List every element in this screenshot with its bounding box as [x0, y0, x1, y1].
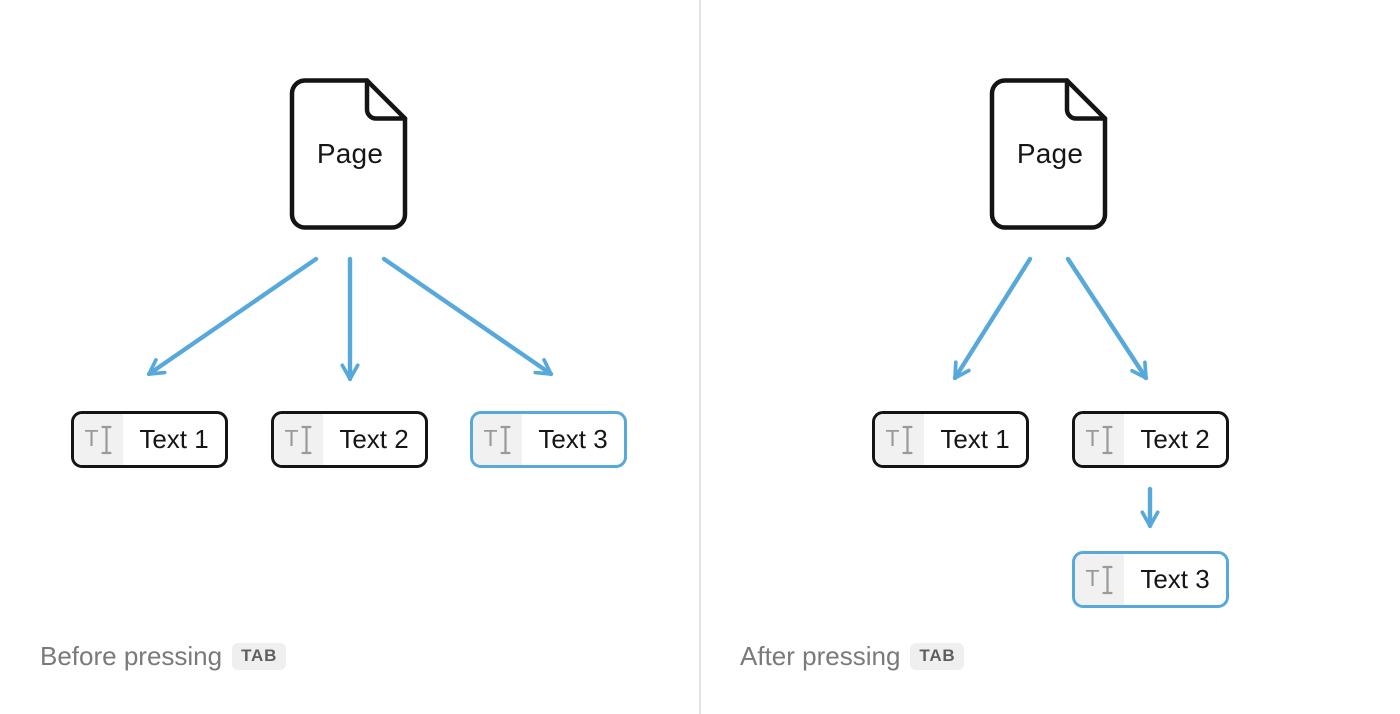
- ibeam-cursor-icon: [1101, 425, 1113, 454]
- arrow-page-to-text1-right: [952, 256, 1033, 381]
- page-document-icon: Page: [288, 77, 412, 231]
- arrow-page-to-text2-right: [1065, 256, 1149, 381]
- arrow-page-to-text3-left: [381, 256, 554, 377]
- text-cursor-t: T: [483, 425, 498, 451]
- text-cursor-t: T: [1085, 565, 1100, 591]
- text-block-1: T Text 1: [872, 411, 1029, 468]
- text-cursor-icon: T: [1075, 554, 1124, 605]
- text-block-label: Text 3: [1140, 564, 1210, 594]
- text-cursor-icon: T: [875, 414, 924, 465]
- text-block-1: T Text 1: [71, 411, 228, 468]
- text-cursor-t: T: [284, 425, 299, 451]
- text-cursor-t: T: [1085, 425, 1100, 451]
- text-block-3-selected: T Text 3: [1072, 551, 1229, 608]
- text-cursor-icon: T: [274, 414, 323, 465]
- caption-text: Before pressing: [40, 641, 223, 671]
- text-block-3-selected: T Text 3: [470, 411, 627, 468]
- ibeam-cursor-icon: [499, 425, 511, 454]
- caption-after: After pressing TAB: [740, 641, 965, 672]
- ibeam-cursor-icon: [300, 425, 312, 454]
- text-cursor-icon: T: [1075, 414, 1124, 465]
- ibeam-cursor-icon: [100, 425, 112, 454]
- tab-key-badge: TAB: [910, 642, 965, 671]
- page-document-icon: Page: [988, 77, 1112, 231]
- caption-before: Before pressing TAB: [40, 641, 287, 672]
- text-block-label: Text 1: [940, 424, 1010, 454]
- panel-divider: [699, 0, 701, 714]
- text-block-label: Text 2: [1140, 424, 1210, 454]
- page-label: Page: [1016, 138, 1084, 169]
- text-cursor-t: T: [885, 425, 900, 451]
- arrow-page-to-text1-left: [146, 256, 319, 377]
- text-cursor-icon: T: [473, 414, 522, 465]
- page-label: Page: [316, 138, 384, 169]
- ibeam-cursor-icon: [1101, 565, 1113, 594]
- text-block-2: T Text 2: [1072, 411, 1229, 468]
- caption-text: After pressing: [740, 641, 901, 671]
- text-block-label: Text 1: [139, 424, 209, 454]
- text-cursor-t: T: [84, 425, 99, 451]
- text-block-2: T Text 2: [271, 411, 428, 468]
- text-block-label: Text 3: [538, 424, 608, 454]
- tab-key-badge: TAB: [232, 642, 287, 671]
- ibeam-cursor-icon: [901, 425, 913, 454]
- text-cursor-icon: T: [74, 414, 123, 465]
- text-block-label: Text 2: [339, 424, 409, 454]
